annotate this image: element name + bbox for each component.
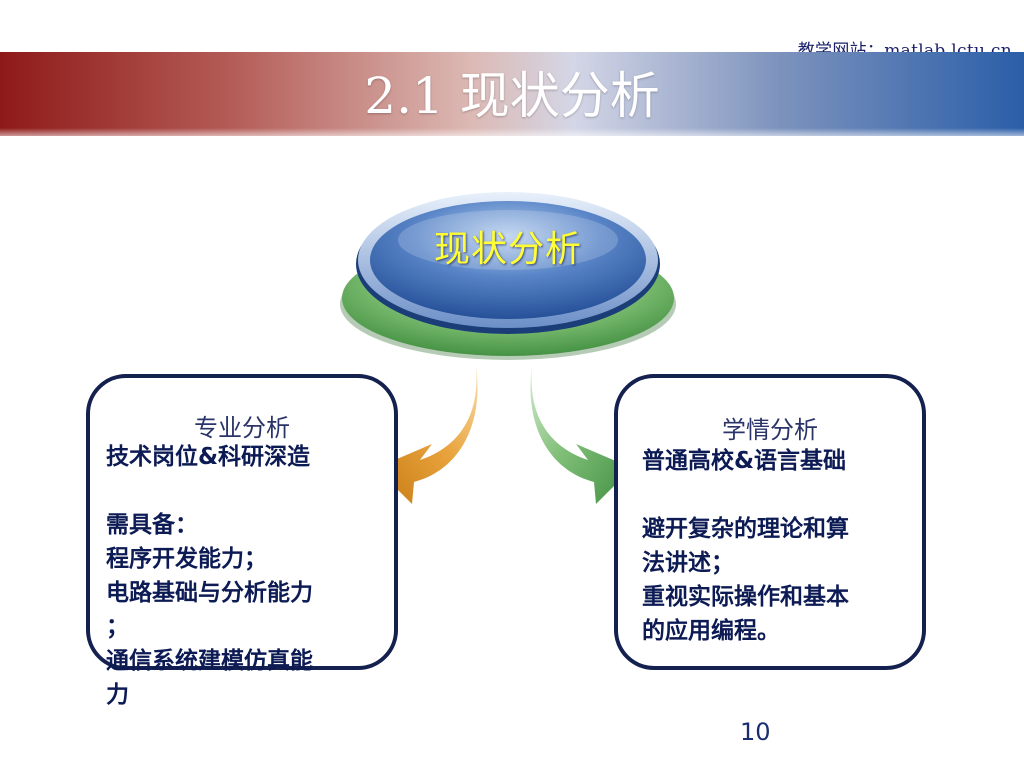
card-heading: 专业分析 [194,414,290,442]
card-line: 避开复杂的理论和算 [642,516,849,542]
left-arrow-icon [376,366,478,504]
page-title: 2.1 现状分析 [364,67,660,125]
card-heading: 学情分析 [722,416,818,444]
card-line: ； [106,614,129,640]
card-line: 法讲述； [642,550,734,576]
card-line: 电路基础与分析能力 [106,580,313,606]
card-line: 的应用编程。 [642,618,780,644]
card-body: 技术岗位&科研深造 需具备： 程序开发能力； 电路基础与分析能力 ； 通信系统建… [106,440,406,712]
card-line: 普通高校&语言基础 [642,448,847,474]
hub-label: 现状分析 [433,229,582,270]
card-body: 普通高校&语言基础 避开复杂的理论和算 法讲述； 重视实际操作和基本 的应用编程… [642,444,912,648]
card-line: 技术岗位&科研深造 [106,444,311,470]
card-line: 程序开发能力； [106,546,267,572]
right-arrow-icon [530,366,632,504]
hub-graphic [336,180,680,364]
card-professional-analysis: 专业分析 技术岗位&科研深造 需具备： 程序开发能力； 电路基础与分析能力 ； … [86,374,398,708]
card-student-analysis: 学情分析 普通高校&语言基础 避开复杂的理论和算 法讲述； 重视实际操作和基本 … [614,374,926,670]
card-line: 力 [106,682,129,708]
card-line: 需具备： [106,512,198,538]
page-number: 10 [740,718,771,746]
card-line: 重视实际操作和基本 [642,584,849,610]
title-bar [0,52,1024,136]
card-line: 通信系统建模仿真能 [106,648,313,674]
